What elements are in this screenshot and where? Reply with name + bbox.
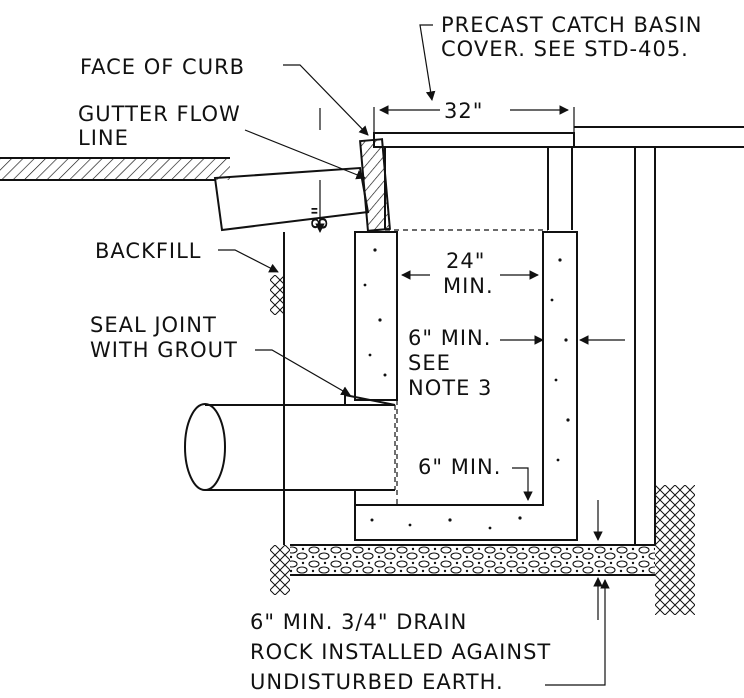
dim-24-label: 24" (446, 249, 485, 273)
precast-cover (373, 126, 744, 231)
gutter-slab (213, 166, 370, 232)
backfill-label: BACKFILL (95, 239, 202, 263)
drain-rock-label-line3: UNDISTURBED EARTH. (250, 670, 504, 694)
dim-8-label: 8" (308, 205, 332, 230)
gutter-flow-label-line1: GUTTER FLOW (78, 102, 241, 126)
basin-body (354, 231, 578, 541)
pavement (0, 157, 230, 181)
dim-24-min-label: MIN. (443, 274, 494, 298)
gutter-flow-label-line2: LINE (78, 126, 129, 150)
right-structure (634, 147, 656, 545)
pipe (184, 393, 396, 491)
cover-label-line2: COVER. SEE STD-405. (441, 37, 689, 61)
dim-32-label: 32" (444, 99, 483, 123)
cover-label-line1: PRECAST CATCH BASIN (441, 13, 703, 37)
wall-min-label-line3: NOTE 3 (408, 376, 492, 400)
drain-rock (270, 485, 695, 615)
seal-joint-label-line1: SEAL JOINT (90, 313, 217, 337)
drain-rock-label-line2: ROCK INSTALLED AGAINST (250, 640, 551, 664)
leaders (218, 24, 625, 686)
wall-min-label-line1: 6" MIN. (408, 326, 491, 350)
backfill-wall (270, 232, 285, 545)
wall-min-label-line2: SEE (408, 351, 451, 375)
face-of-curb-label: FACE OF CURB (80, 55, 245, 79)
floor-min-label: 6" MIN. (418, 455, 501, 479)
drain-rock-label-line1: 6" MIN. 3/4" DRAIN (250, 610, 467, 634)
dimensions (315, 105, 603, 620)
seal-joint-label-line2: WITH GROUT (90, 338, 238, 362)
